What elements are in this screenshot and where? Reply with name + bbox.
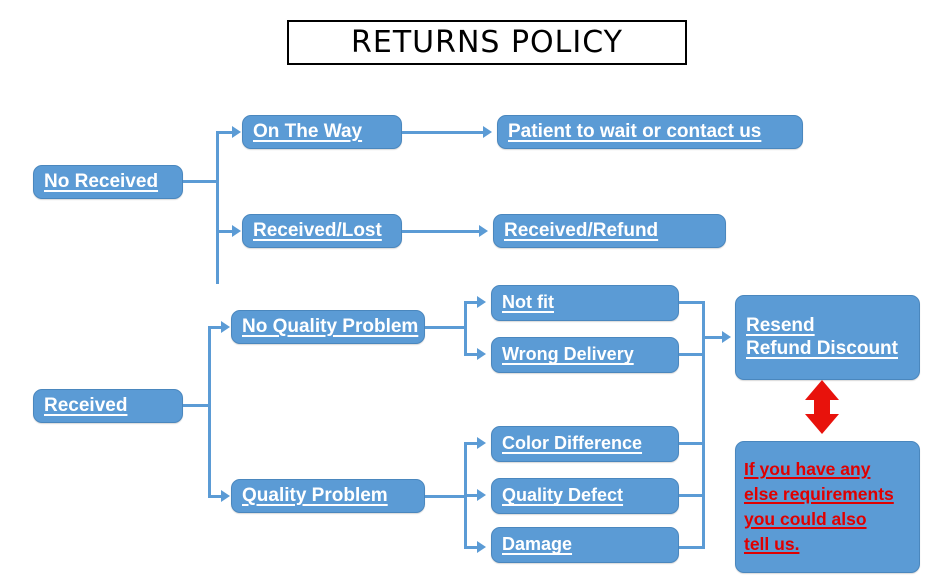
- merge-stem-quality-defect: [679, 494, 705, 497]
- node-color-difference[interactable]: Color Difference: [491, 426, 679, 462]
- connector-no-received-riser: [216, 132, 219, 284]
- double-headed-red-arrow-icon: [805, 380, 839, 434]
- node-no-quality-problem[interactable]: No Quality Problem: [231, 310, 425, 344]
- arrowhead-to-quality-problem: [221, 490, 230, 502]
- arrowhead-to-wrong-delivery: [477, 348, 486, 360]
- connector-received-lost-to-refund: [402, 230, 480, 233]
- node-label: Not fit: [502, 292, 554, 313]
- node-received-refund[interactable]: Received/Refund: [493, 214, 726, 248]
- connector-received-stem: [183, 404, 211, 407]
- red-arrow-head-up: [805, 380, 839, 400]
- arrowhead-to-on-the-way: [232, 126, 241, 138]
- node-label-line-2: Refund Discount: [746, 337, 898, 359]
- node-not-fit[interactable]: Not fit: [491, 285, 679, 321]
- node-label: Patient to wait or contact us: [508, 120, 762, 142]
- arrowhead-to-no-quality-problem: [221, 321, 230, 333]
- note-line-4: tell us.: [744, 533, 800, 554]
- connector-to-on-the-way: [216, 131, 234, 134]
- node-on-the-way[interactable]: On The Way: [242, 115, 402, 149]
- connector-to-quality-problem: [208, 495, 223, 498]
- node-label: Received/Refund: [504, 219, 659, 241]
- merge-stem-damage: [679, 546, 705, 549]
- connector-received-riser: [208, 327, 211, 497]
- note-line-3: you could also: [744, 509, 867, 529]
- node-label: Damage: [502, 534, 573, 555]
- red-arrow-shaft: [814, 395, 830, 419]
- merge-stem-not-fit: [679, 301, 705, 304]
- diagram-title-box: RETURNS POLICY: [287, 20, 687, 65]
- node-label: Color Difference: [502, 433, 643, 454]
- node-no-received[interactable]: No Received: [33, 165, 183, 199]
- arrowhead-to-quality-defect: [477, 489, 486, 501]
- connector-to-wrong-delivery: [464, 353, 478, 356]
- node-label: Quality Defect: [502, 485, 624, 506]
- merge-rail-vertical: [702, 301, 705, 549]
- node-patient-to-wait[interactable]: Patient to wait or contact us: [497, 115, 803, 149]
- connector-nqp-stem: [425, 326, 467, 329]
- node-label: Wrong Delivery: [502, 344, 634, 365]
- page-title: RETURNS POLICY: [351, 25, 623, 60]
- arrowhead-to-resend: [722, 331, 731, 343]
- arrowhead-to-color-difference: [477, 437, 486, 449]
- node-damage[interactable]: Damage: [491, 527, 679, 563]
- connector-to-damage: [464, 546, 478, 549]
- node-wrong-delivery[interactable]: Wrong Delivery: [491, 337, 679, 373]
- node-received[interactable]: Received: [33, 389, 183, 423]
- connector-on-the-way-to-patient: [402, 131, 484, 134]
- node-received-lost[interactable]: Received/Lost: [242, 214, 402, 248]
- node-label: Quality Problem: [242, 484, 388, 506]
- note-line-1: If you have any: [744, 459, 871, 480]
- connector-to-no-quality-problem: [208, 326, 223, 329]
- merge-stem-color-difference: [679, 442, 705, 445]
- merge-stem-wrong-delivery: [679, 353, 705, 356]
- node-label: Received/Lost: [253, 219, 382, 241]
- arrowhead-to-received-refund: [479, 225, 488, 237]
- connector-to-not-fit: [464, 301, 478, 304]
- connector-merge-to-resend: [702, 336, 724, 339]
- node-quality-problem[interactable]: Quality Problem: [231, 479, 425, 513]
- node-label: No Received: [44, 170, 159, 192]
- node-label: Received: [44, 394, 128, 416]
- node-quality-defect[interactable]: Quality Defect: [491, 478, 679, 514]
- connector-to-quality-defect: [464, 494, 478, 497]
- connector-nqp-riser: [464, 302, 467, 356]
- node-label: On The Way: [253, 120, 363, 142]
- connector-qp-stem: [425, 495, 467, 498]
- note-line-2: else requirements: [744, 484, 894, 505]
- node-resend-refund-discount[interactable]: Resend Refund Discount: [735, 295, 920, 380]
- arrowhead-to-patient-to-wait: [483, 126, 492, 138]
- connector-no-received-stem: [183, 180, 219, 183]
- node-label: No Quality Problem: [242, 315, 419, 337]
- arrowhead-to-not-fit: [477, 296, 486, 308]
- node-label-line-1: Resend: [746, 315, 815, 337]
- connector-to-received-lost: [216, 230, 234, 233]
- arrowhead-to-received-lost: [232, 225, 241, 237]
- red-arrow-head-down: [805, 414, 839, 434]
- arrowhead-to-damage: [477, 541, 486, 553]
- node-extra-requirements-note[interactable]: If you have any else requirements you co…: [735, 441, 920, 573]
- connector-to-color-difference: [464, 442, 478, 445]
